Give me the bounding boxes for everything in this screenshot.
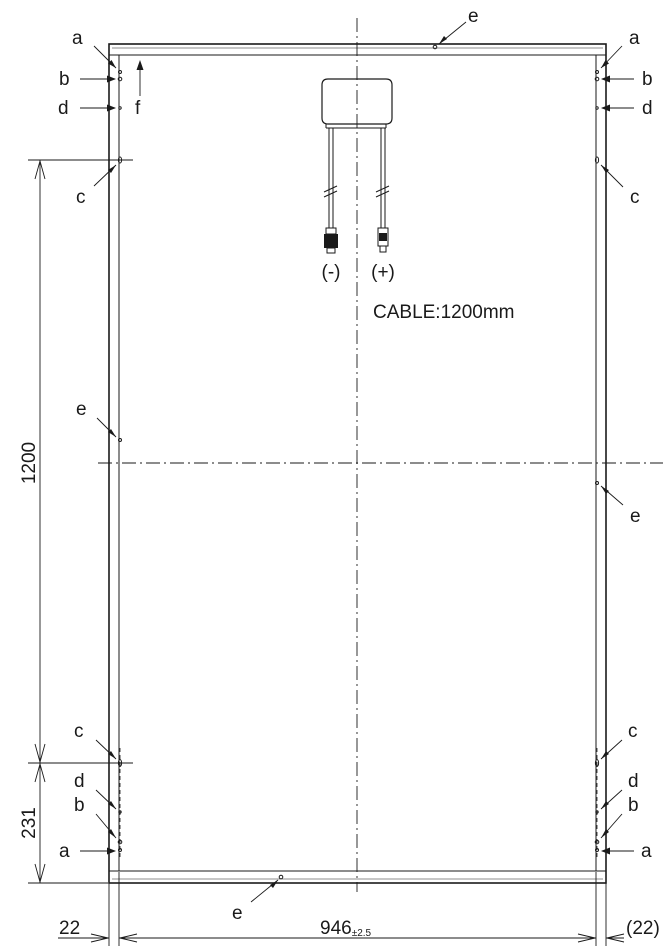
label-d-left-bottom: d xyxy=(74,771,85,792)
minus-connector-label: (-) xyxy=(322,262,341,283)
panel-frame xyxy=(108,43,607,884)
label-a-right-top: a xyxy=(629,28,640,49)
center-lines xyxy=(98,18,663,892)
callout-labels: a b d f c e c d b a a b d c e c d b a e … xyxy=(58,6,653,924)
label-a-right-bottom: a xyxy=(641,841,652,862)
label-b-right-top: b xyxy=(642,69,653,90)
leader-arrowheads xyxy=(107,36,610,888)
label-c-right-top: c xyxy=(630,187,640,208)
bottom-hole-marks xyxy=(119,748,598,858)
label-f: f xyxy=(135,98,141,119)
label-e-bottom: e xyxy=(232,903,243,924)
dimension-946-tolerance: ±2.5 xyxy=(352,928,372,939)
cable-length-label: CABLE:1200mm xyxy=(373,302,515,323)
label-d-right-top: d xyxy=(642,98,653,119)
dimension-231: 231 xyxy=(19,807,40,839)
label-a-left-bottom: a xyxy=(59,841,70,862)
label-d-right-bottom: d xyxy=(628,771,639,792)
label-b-right-bottom: b xyxy=(628,795,639,816)
label-e-right: e xyxy=(630,506,641,527)
vertical-dimension-arrows xyxy=(34,159,46,884)
label-a-left-top: a xyxy=(72,28,83,49)
label-c-right-bottom: c xyxy=(628,721,638,742)
dimension-22-left: 22 xyxy=(59,918,80,939)
label-c-left-top: c xyxy=(76,187,86,208)
cable-plus xyxy=(375,128,390,253)
dimension-22-right: (22) xyxy=(626,918,660,939)
label-b-left-top: b xyxy=(59,69,70,90)
dimension-1200: 1200 xyxy=(19,442,40,484)
label-c-left-bottom: c xyxy=(74,721,84,742)
label-d-left-top: d xyxy=(58,98,69,119)
label-e-top: e xyxy=(468,6,479,27)
dimension-946: 946±2.5 xyxy=(320,918,372,939)
cable-minus xyxy=(323,128,338,254)
horizontal-dimensions xyxy=(58,872,624,946)
label-b-left-bottom: b xyxy=(74,795,85,816)
dimension-946-value: 946 xyxy=(320,918,352,939)
label-e-left: e xyxy=(76,399,87,420)
plus-connector-label: (+) xyxy=(371,262,395,283)
mounting-holes xyxy=(117,44,600,880)
junction-box xyxy=(321,78,393,129)
horizontal-dimension-arrows xyxy=(90,933,625,943)
